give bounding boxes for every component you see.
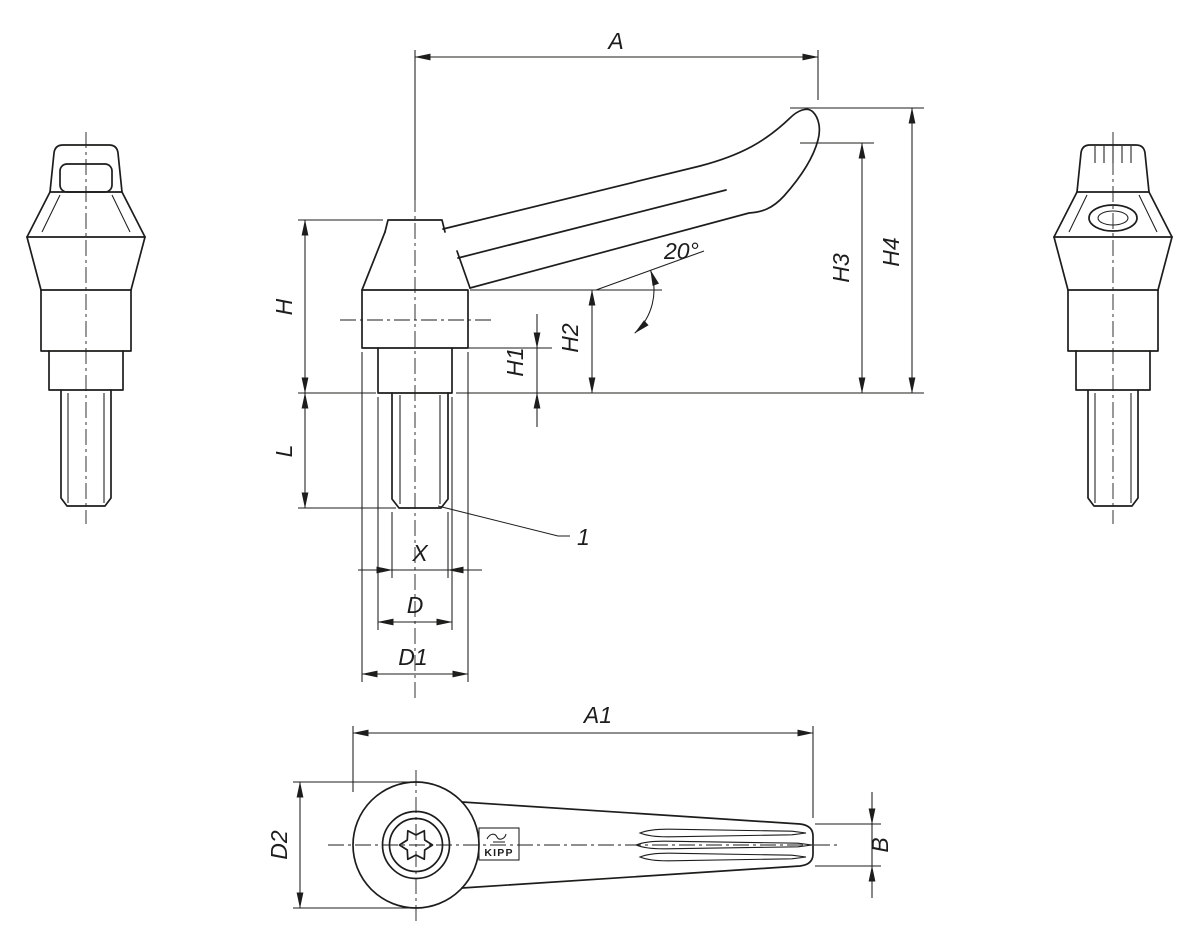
handle-flare-edges bbox=[26, 191, 146, 238]
angle-arc bbox=[634, 269, 659, 334]
logo-frame bbox=[478, 827, 520, 861]
neck-outline bbox=[377, 347, 453, 394]
annotation-angle: 20° bbox=[595, 238, 705, 334]
dim-label-L: L bbox=[271, 445, 297, 458]
knob-recess bbox=[59, 163, 113, 193]
threaded-stud-outline bbox=[60, 389, 112, 507]
dim-label-A1: A1 bbox=[582, 702, 612, 728]
handle-crease-line bbox=[457, 189, 727, 259]
dim-label-D: D bbox=[407, 592, 424, 618]
view-front bbox=[26, 132, 146, 524]
dimension-H2: H2 bbox=[470, 289, 662, 394]
collar-outline bbox=[1067, 289, 1159, 352]
view-rear bbox=[1053, 132, 1173, 524]
dim-label-H2: H2 bbox=[557, 323, 583, 353]
dimension-H: H bbox=[271, 219, 383, 394]
thread-root-lines bbox=[1094, 393, 1132, 503]
dimension-A1: A1 bbox=[352, 702, 814, 818]
threaded-stud-outline bbox=[1087, 389, 1139, 507]
thread-root-lines bbox=[67, 393, 105, 503]
handle-knob-outline bbox=[1076, 144, 1150, 193]
lever-arm-outline bbox=[461, 801, 814, 889]
handle-outline bbox=[442, 108, 821, 289]
handle-knob-outline bbox=[49, 144, 123, 193]
knob-serrations bbox=[1094, 146, 1132, 163]
dimension-A: A bbox=[414, 28, 819, 200]
dimension-L: L bbox=[271, 392, 396, 509]
brand-logo: KIPP bbox=[478, 827, 520, 861]
dim-label-X: X bbox=[411, 540, 429, 566]
grip-flute bbox=[638, 828, 807, 838]
angle-label: 20° bbox=[663, 238, 699, 264]
dimension-X: X bbox=[358, 512, 482, 578]
dimension-H1: H1 bbox=[454, 314, 552, 427]
dimension-H3: H3 bbox=[800, 142, 874, 394]
head-cone-edges bbox=[26, 236, 146, 291]
grip-flute bbox=[634, 840, 813, 850]
handle-flare-inner-lines bbox=[41, 194, 131, 233]
socket-opening bbox=[1088, 204, 1138, 232]
socket-opening-inner bbox=[1097, 210, 1129, 226]
logo-mark-icon bbox=[486, 833, 507, 843]
dim-label-H: H bbox=[271, 298, 297, 315]
dim-label-A: A bbox=[606, 28, 623, 54]
logo-text: KIPP bbox=[484, 847, 513, 859]
dim-label-D1: D1 bbox=[398, 644, 427, 670]
view-top: KIPP bbox=[328, 770, 840, 921]
dimension-D2: D2 bbox=[266, 781, 410, 909]
callout-item-1: 1 bbox=[437, 505, 590, 550]
head-recess-circle bbox=[381, 810, 451, 880]
torx-socket bbox=[398, 829, 434, 861]
head-inner-circle bbox=[388, 817, 444, 873]
dim-label-H3: H3 bbox=[828, 253, 854, 283]
threaded-stud-outline bbox=[391, 392, 449, 509]
dimension-D1: D1 bbox=[361, 352, 469, 682]
grip-flute bbox=[638, 852, 807, 862]
dim-label-H4: H4 bbox=[878, 237, 904, 266]
view-side-main bbox=[340, 108, 821, 700]
handle-flare-edges bbox=[1053, 191, 1173, 238]
dimension-B: B bbox=[815, 792, 893, 898]
callout-label-1: 1 bbox=[577, 524, 590, 550]
thread-root-lines bbox=[399, 395, 441, 504]
collar-outline bbox=[40, 289, 132, 352]
dimension-D: D bbox=[377, 397, 453, 630]
head-cone-left-edge bbox=[361, 231, 386, 291]
head-boss bbox=[384, 219, 446, 233]
dim-label-D2: D2 bbox=[266, 830, 292, 860]
dim-label-H1: H1 bbox=[502, 347, 528, 376]
handle-flare-inner-lines bbox=[1068, 194, 1158, 233]
leader-line bbox=[437, 505, 570, 537]
dim-label-B: B bbox=[867, 837, 893, 852]
head-cone-edges bbox=[1053, 236, 1173, 291]
